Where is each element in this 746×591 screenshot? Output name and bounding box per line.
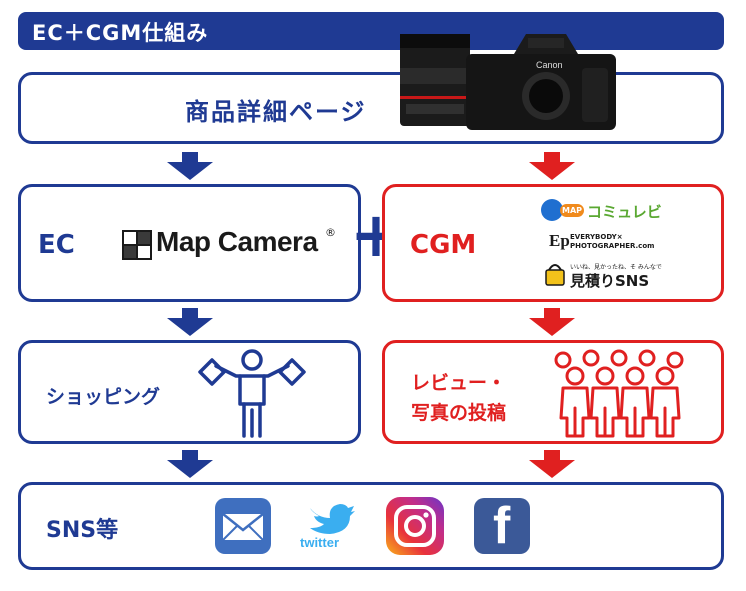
twitter-wordmark: twitter <box>300 535 339 550</box>
instagram-icon <box>386 497 444 555</box>
sns-label: SNS等 <box>46 518 119 543</box>
sns-box <box>18 482 724 570</box>
cgm-label: CGM <box>410 230 477 260</box>
arrow-down-red-3 <box>529 450 575 478</box>
people-group-icon <box>554 349 684 438</box>
mitsumori-text: 見積りSNS <box>570 272 650 290</box>
everybody-photographer-mark: Ep <box>549 231 570 250</box>
svg-text:Canon: Canon <box>536 60 563 70</box>
ec-label: EC <box>38 230 75 260</box>
review-label-line1: レビュー・ <box>411 372 507 394</box>
comyurebi-badge: MAP <box>560 204 584 217</box>
mapcamera-mark-icon <box>122 230 152 260</box>
shopping-bag-icon <box>545 264 565 286</box>
arrow-down-navy-3 <box>167 450 213 478</box>
comyurebi-text: コミュレビ <box>587 203 662 221</box>
everybody-photographer-line2: PHOTOGRAPHER.com <box>570 242 655 250</box>
facebook-icon <box>474 498 530 554</box>
arrow-down-navy-2 <box>167 308 213 336</box>
ec-box <box>18 184 361 302</box>
header-title: EC＋CGM仕組み <box>32 21 209 45</box>
shopping-label: ショッピング <box>46 386 161 408</box>
arrow-down-navy-1 <box>167 152 213 180</box>
shopping-person-icon <box>198 349 306 438</box>
comyurebi-logo-icon <box>541 199 563 221</box>
camera-image: Canon <box>400 34 616 130</box>
product-page-box <box>18 72 724 144</box>
arrow-down-red-2 <box>529 308 575 336</box>
ec-registered-mark: ® <box>325 226 336 239</box>
ec-brand: Map Camera <box>156 226 318 257</box>
arrow-down-red-1 <box>529 152 575 180</box>
mitsumori-tagline: いいね、見かったね、そ みんなで <box>570 264 662 271</box>
facebook-letter: f <box>493 497 511 555</box>
product-page-label: 商品詳細ページ <box>185 98 367 126</box>
mail-icon <box>215 498 271 554</box>
shopping-box <box>18 340 361 444</box>
review-label-line2: 写真の投稿 <box>411 402 507 424</box>
everybody-photographer-line1: EVERYBODY× <box>570 233 623 241</box>
header-bar <box>18 12 724 50</box>
twitter-bird-icon <box>310 504 355 534</box>
